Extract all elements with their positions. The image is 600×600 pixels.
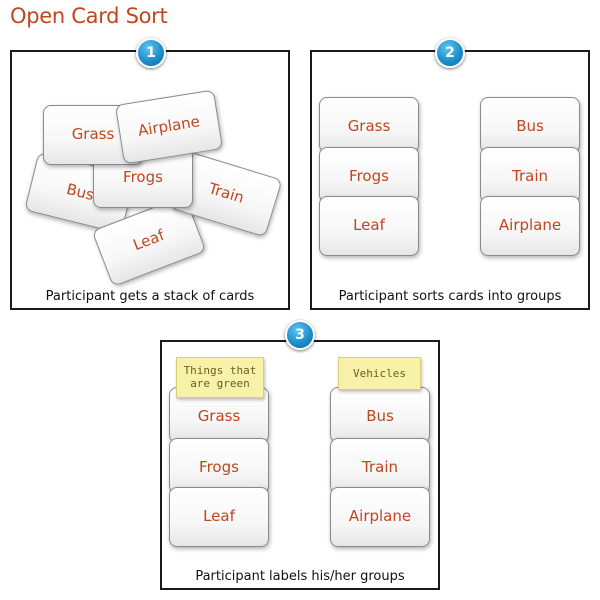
card-train: Train [480, 147, 580, 203]
diagram-title: Open Card Sort [10, 4, 168, 28]
card-bus: Bus [480, 97, 580, 153]
note-line-1: Vehicles [353, 367, 406, 380]
note-line-2: are green [190, 377, 250, 390]
card-airplane: Airplane [480, 196, 580, 256]
group-label-note-green: Things that are green [176, 357, 264, 398]
card-grass: Grass [319, 97, 419, 153]
card-airplane: Airplane [114, 89, 224, 165]
step-1-panel: Bus Leaf Train Frogs Grass Airplane Part… [10, 50, 290, 310]
card-frogs: Frogs [169, 438, 269, 494]
step-2-badge: 2 [435, 38, 465, 68]
step-1-caption: Participant gets a stack of cards [45, 289, 255, 304]
card-train: Train [330, 438, 430, 494]
step-2-caption: Participant sorts cards into groups [338, 289, 562, 304]
step-3-caption: Participant labels his/her groups [195, 569, 405, 584]
card-leaf: Leaf [169, 487, 269, 547]
step-1-badge: 1 [136, 38, 166, 68]
group-label-note-vehicles: Vehicles [338, 357, 421, 390]
step-3-badge: 3 [285, 320, 315, 350]
card-frogs: Frogs [319, 147, 419, 203]
step-2-panel: Grass Frogs Leaf Bus Train Airplane Part… [310, 50, 590, 310]
card-bus: Bus [330, 387, 430, 443]
step-3-panel: Grass Frogs Leaf Things that are green B… [160, 340, 440, 590]
card-leaf: Leaf [319, 196, 419, 256]
note-line-1: Things that [183, 364, 257, 377]
card-airplane: Airplane [330, 487, 430, 547]
